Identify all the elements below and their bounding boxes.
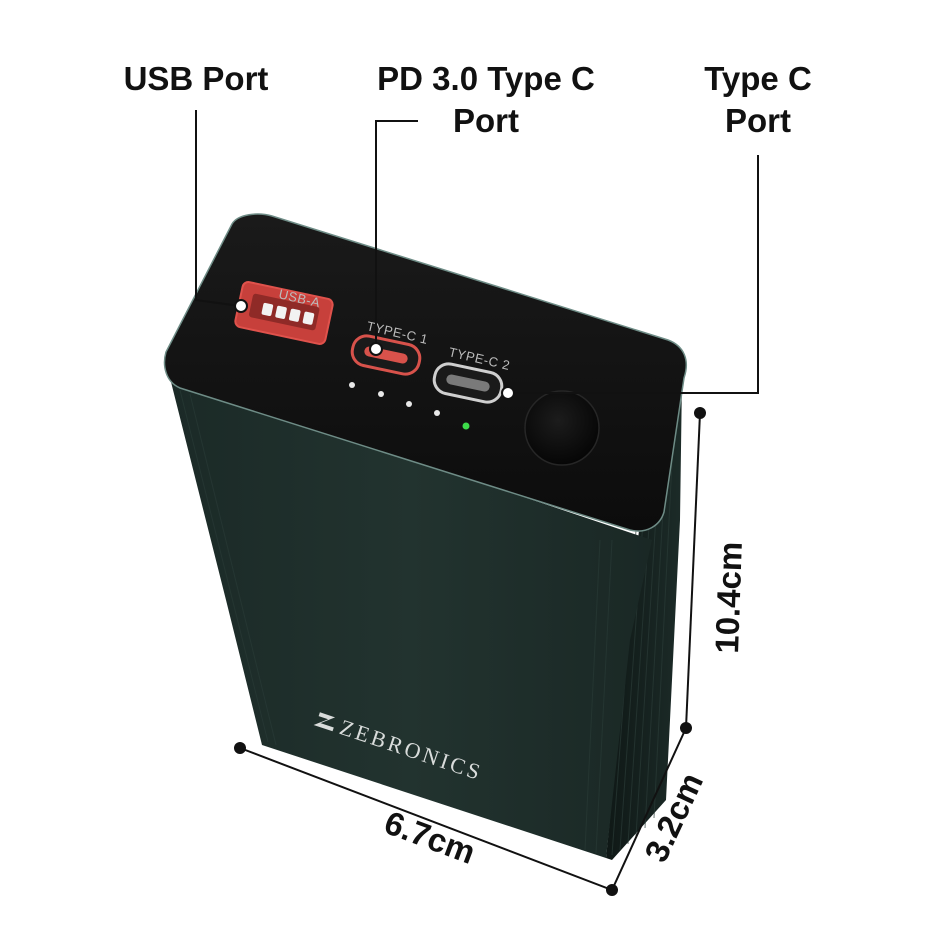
dimension-endpoints xyxy=(234,407,706,896)
type-c-callout-line1: Type C xyxy=(704,60,812,97)
pd-type-c-marker xyxy=(369,342,383,356)
indicator-led xyxy=(349,382,355,388)
indicator-led xyxy=(434,410,440,416)
usb-a-port: USB-A xyxy=(234,281,334,345)
indicator-led-active xyxy=(462,422,470,430)
indicator-led xyxy=(406,401,412,407)
width-dimension-label: 6.7cm xyxy=(380,804,481,871)
battery-indicator-leds xyxy=(349,382,470,430)
callout-markers xyxy=(234,299,515,400)
type-c-callout-line2: Port xyxy=(725,102,791,139)
type-c-marker xyxy=(501,386,515,400)
pd-type-c-callout-line1: PD 3.0 Type C xyxy=(377,60,595,97)
height-dimension-label: 10.4cm xyxy=(708,541,749,654)
power-bank-front xyxy=(170,378,652,858)
usb-port-marker xyxy=(234,299,248,313)
pd-type-c-leader xyxy=(375,120,418,348)
dimension-lines xyxy=(239,412,701,891)
dimension-endpoint xyxy=(694,407,706,419)
dimension-endpoint xyxy=(606,884,618,896)
type-c-leader xyxy=(508,155,759,394)
height-dimension-line xyxy=(685,412,701,729)
brand-mark-icon xyxy=(313,712,336,732)
width-dimension-line xyxy=(239,747,613,891)
callout-lines xyxy=(195,110,759,394)
power-button xyxy=(524,390,600,466)
indicator-led xyxy=(378,391,384,397)
dimension-endpoint xyxy=(234,742,246,754)
usb-port-callout: USB Port xyxy=(124,60,269,97)
depth-dimension-line xyxy=(611,727,687,891)
pd-type-c-callout-line2: Port xyxy=(453,102,519,139)
power-bank: ZEBRONICS USB-A TYPE-C 1 TYPE-C xyxy=(163,213,688,860)
usb-port-leader xyxy=(195,110,241,307)
dimension-endpoint xyxy=(680,722,692,734)
front-ribs xyxy=(179,389,613,854)
